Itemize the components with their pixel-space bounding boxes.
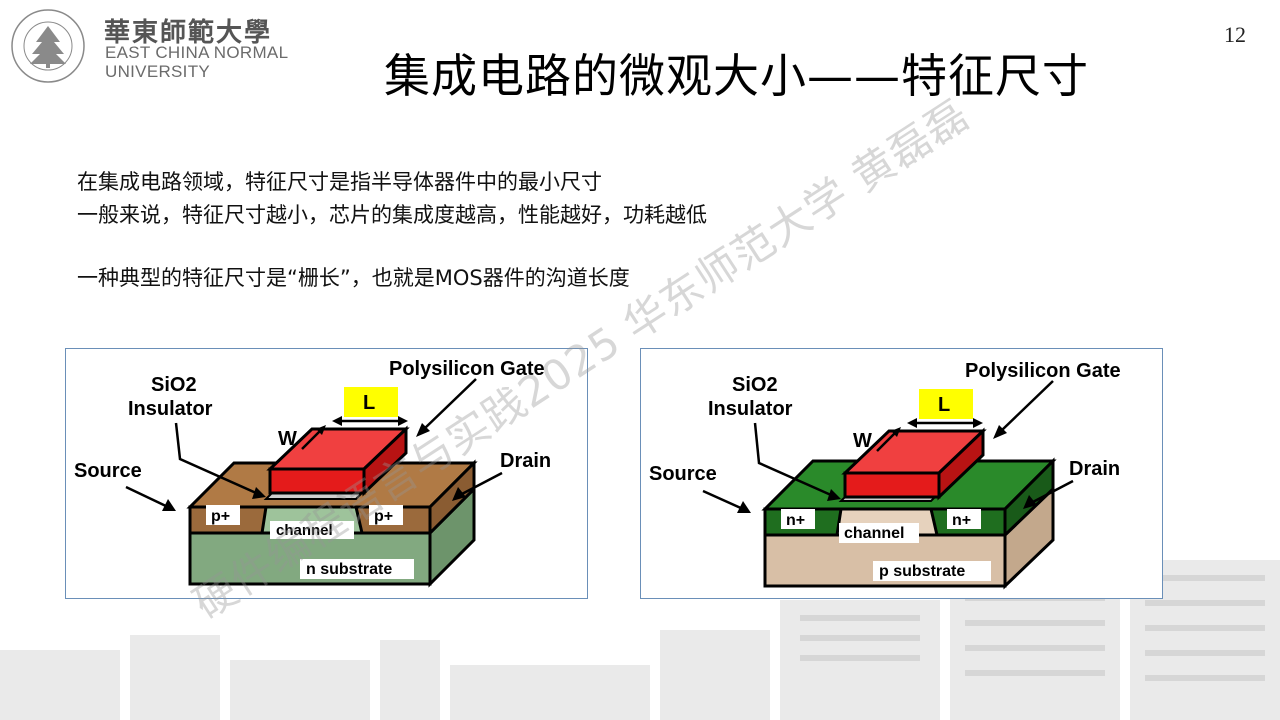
logo-chinese-name: 華東師範大學 bbox=[104, 18, 273, 48]
gate-pointer bbox=[423, 378, 477, 430]
source-region-label: n+ bbox=[786, 512, 805, 529]
gate-side-face bbox=[937, 427, 985, 501]
insulator-pointer-head bbox=[827, 489, 841, 501]
body-text: 在集成电路领域，特征尺寸是指半导体器件中的最小尺寸 一般来说，特征尺寸越小，芯片… bbox=[77, 166, 707, 295]
insulator-pointer bbox=[753, 422, 832, 497]
university-logo: 華東師範大學 EAST CHINA NORMAL UNIVERSITY bbox=[8, 6, 298, 83]
source-label: Source bbox=[74, 460, 142, 482]
substrate-box bbox=[300, 559, 414, 579]
insulator-label-line1: SiO2 bbox=[732, 374, 778, 396]
campus-background-image bbox=[0, 560, 1280, 720]
width-label: W bbox=[278, 428, 297, 450]
pmos-diagram: p+ p+ channel n substrate L W Polysilico… bbox=[65, 348, 588, 599]
drain-pointer bbox=[459, 471, 503, 497]
gate-pointer-head bbox=[993, 425, 1007, 439]
pmos-diagram-drawing: p+ p+ channel n substrate L W Polysilico… bbox=[74, 358, 551, 588]
length-label: L bbox=[938, 394, 950, 416]
substrate-box bbox=[873, 561, 991, 581]
substrate-label: n substrate bbox=[306, 561, 392, 578]
substrate-label: p substrate bbox=[879, 563, 965, 580]
university-emblem-icon bbox=[11, 9, 85, 83]
length-arrow-right-head bbox=[973, 418, 983, 428]
source-pointer bbox=[702, 489, 744, 511]
width-arrow-head bbox=[316, 425, 326, 435]
insulator-label-line2: Insulator bbox=[708, 398, 793, 420]
source-region-label: p+ bbox=[211, 508, 230, 525]
gate-label: Polysilicon Gate bbox=[965, 360, 1121, 382]
length-arrow-right-head bbox=[398, 416, 408, 426]
channel-box bbox=[270, 521, 354, 539]
drain-pointer-head bbox=[1023, 495, 1037, 509]
width-arrow bbox=[876, 430, 898, 452]
drain-pointer bbox=[1030, 479, 1074, 505]
length-arrow-left-head bbox=[907, 418, 917, 428]
length-arrow-left-head bbox=[332, 416, 342, 426]
nmos-diagram-drawing: n+ n+ channel p substrate L W Polysilico… bbox=[649, 360, 1121, 590]
nmos-diagram: n+ n+ channel p substrate L W Polysilico… bbox=[640, 348, 1163, 599]
gate-front-face bbox=[268, 467, 366, 495]
source-pointer-head bbox=[737, 501, 751, 513]
drain-region-label: n+ bbox=[952, 512, 971, 529]
channel-box bbox=[839, 523, 919, 543]
gate-side-face bbox=[362, 425, 408, 497]
gate-pointer-head bbox=[416, 423, 430, 437]
drain-region-label: p+ bbox=[374, 508, 393, 525]
drain-label: Drain bbox=[1069, 458, 1120, 480]
body-line-2: 一般来说，特征尺寸越小，芯片的集成度越高，性能越好，功耗越低 bbox=[77, 203, 707, 227]
source-label: Source bbox=[649, 463, 717, 485]
source-region-box bbox=[781, 509, 815, 529]
logo-english-name-line1: EAST CHINA NORMAL bbox=[105, 43, 289, 62]
length-label-box bbox=[919, 389, 973, 419]
width-arrow-head bbox=[891, 427, 901, 437]
page-number: 12 bbox=[1224, 22, 1246, 47]
width-label: W bbox=[853, 430, 872, 452]
source-region-box bbox=[206, 505, 240, 525]
insulator-pointer-head bbox=[252, 487, 266, 499]
insulator-pointer bbox=[174, 422, 257, 495]
body-line-1: 在集成电路领域，特征尺寸是指半导体器件中的最小尺寸 bbox=[77, 170, 602, 194]
insulator-label-line2: Insulator bbox=[128, 398, 213, 420]
drain-pointer-head bbox=[452, 487, 466, 501]
body-line-3: 一种典型的特征尺寸是“栅长”，也就是MOS器件的沟道长度 bbox=[77, 266, 630, 290]
channel-label: channel bbox=[844, 525, 904, 542]
source-pointer-head bbox=[162, 499, 176, 511]
gate-label: Polysilicon Gate bbox=[389, 358, 545, 380]
width-arrow bbox=[301, 428, 323, 450]
drain-region-box bbox=[947, 509, 981, 529]
insulator-label-line1: SiO2 bbox=[151, 374, 197, 396]
slide-title: 集成电路的微观大小——特征尺寸 bbox=[384, 49, 1089, 103]
gate-front-face bbox=[843, 471, 941, 499]
channel-label: channel bbox=[276, 522, 333, 539]
gate-pointer bbox=[1000, 380, 1054, 432]
logo-english-name-line2: UNIVERSITY bbox=[105, 62, 211, 81]
source-pointer bbox=[125, 485, 169, 509]
drain-label: Drain bbox=[500, 450, 551, 472]
drain-region-box bbox=[369, 505, 403, 525]
length-label-box bbox=[344, 387, 398, 417]
length-label: L bbox=[363, 392, 375, 414]
